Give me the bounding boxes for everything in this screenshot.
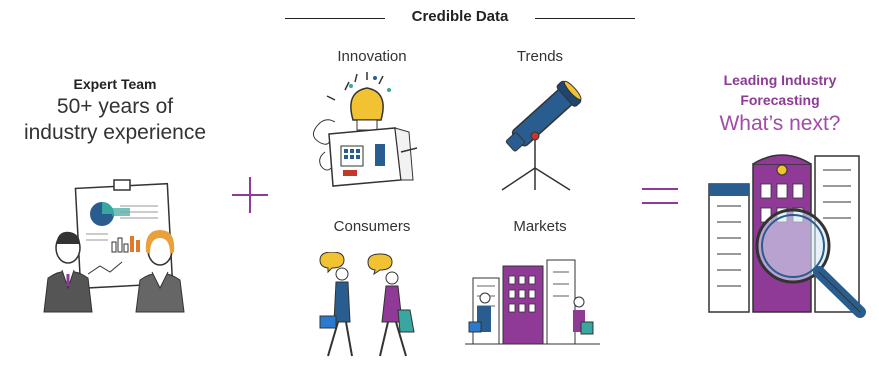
- header-rule-left: [285, 18, 385, 19]
- forecasting-title-line2: Forecasting: [740, 92, 820, 108]
- equals-icon: [642, 188, 678, 204]
- city-market-icon: [465, 259, 600, 345]
- whats-next-subtitle: What’s next?: [719, 112, 841, 135]
- forecasting-title-line1: Leading Industry: [723, 72, 837, 88]
- category-innovation-label: Innovation: [337, 48, 407, 65]
- category-consumers-label: Consumers: [333, 218, 411, 235]
- city-magnifier-icon: [708, 154, 866, 318]
- expert-team-subtitle-line2: industry experience: [23, 121, 207, 144]
- forecasting-title: Leading Industry Forecasting: [700, 70, 860, 110]
- telescope-icon: [501, 80, 582, 191]
- category-trends-label: Trends: [516, 48, 564, 65]
- expert-team-title: Expert Team: [73, 76, 157, 92]
- shoppers-icon: [319, 252, 415, 357]
- plus-icon: [232, 177, 268, 213]
- expert-team-subtitle: 50+ years of industry experience: [10, 94, 220, 146]
- header-rule-right: [535, 18, 635, 19]
- expert-team-subtitle-line1: 50+ years of: [56, 95, 174, 118]
- lightbulb-machine-icon: [313, 72, 418, 187]
- expert-team-illustration-icon: [43, 179, 185, 313]
- category-markets-label: Markets: [513, 218, 567, 235]
- credible-data-title: Credible Data: [411, 8, 509, 25]
